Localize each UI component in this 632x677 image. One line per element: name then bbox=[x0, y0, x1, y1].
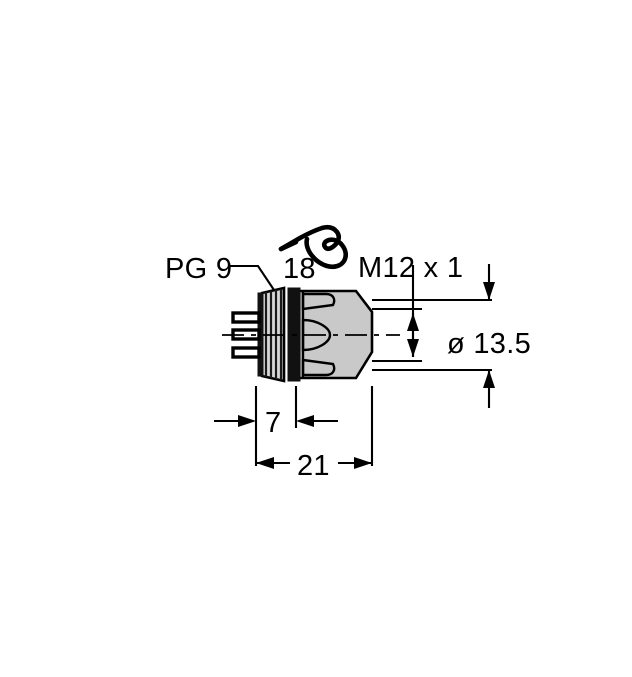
pin-top bbox=[231, 311, 261, 324]
pg-thread-label: PG 9 bbox=[165, 253, 232, 285]
m12-vertical-dimension bbox=[407, 265, 419, 357]
total-length-dimension bbox=[256, 457, 372, 469]
total-length-label: 21 bbox=[297, 450, 330, 482]
diameter-label: ø 13.5 bbox=[447, 328, 531, 360]
short-length-dimension bbox=[214, 415, 338, 427]
diameter-arrow-down bbox=[483, 282, 495, 300]
wrench-size-label: 18 bbox=[283, 253, 316, 285]
m12-arrow-down bbox=[407, 339, 419, 357]
m12-arrow-up bbox=[407, 313, 419, 331]
grip-lobe-top bbox=[301, 292, 336, 311]
front-thread-label: M12 x 1 bbox=[358, 252, 463, 284]
dim7-arrow-left bbox=[238, 415, 256, 427]
connector-pins bbox=[231, 311, 261, 359]
body-grip-lobes bbox=[301, 292, 336, 377]
dim21-arrow-right bbox=[354, 457, 372, 469]
dim7-arrow-right bbox=[296, 415, 314, 427]
grip-lobe-bottom bbox=[301, 358, 336, 377]
dim21-arrow-left bbox=[256, 457, 274, 469]
diameter-arrow-up bbox=[483, 370, 495, 388]
short-length-label: 7 bbox=[265, 407, 281, 439]
connector-assembly bbox=[222, 286, 400, 383]
diameter-vertical-dimension bbox=[483, 264, 495, 408]
wrench-icon bbox=[278, 224, 349, 270]
pin-bottom bbox=[231, 346, 261, 359]
pg-thread-leader bbox=[228, 264, 277, 294]
